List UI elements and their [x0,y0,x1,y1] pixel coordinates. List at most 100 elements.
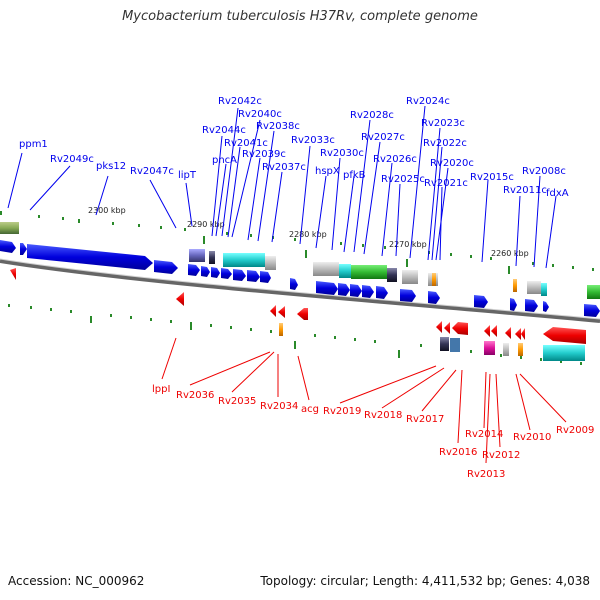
gene-label-rv2026c: Rv2026c [373,154,417,165]
genome-backbone [0,259,600,323]
gene-forward [247,270,260,282]
gene-label-rv2034: Rv2034 [260,401,298,412]
gene-forward [20,243,27,255]
bottom-label-leaders [161,337,567,464]
gene-forward [338,283,350,296]
gene-label-rv2011c: Rv2011c [503,185,547,196]
gene-forward [474,295,488,308]
gene-label-rv2015c: Rv2015c [470,172,514,183]
gene-reverse [515,328,521,340]
gene-forward [510,298,517,311]
map-title: Mycobacterium tuberculosis H37Rv, comple… [122,9,478,24]
gene-label-rv2019: Rv2019 [323,406,361,417]
gene-forward [188,264,200,276]
gene-label-rv2017: Rv2017 [406,414,444,425]
gene-reverse [452,322,468,335]
gene-label-rv2028c: Rv2028c [350,110,394,121]
gene-label-rv2021c: Rv2021c [424,178,468,189]
tick-label-2300: 2300 kbp [88,206,126,215]
gene-forward [211,267,220,278]
gene-forward [316,281,338,295]
gene-forward [290,278,298,290]
gene-forward [221,268,232,279]
gene-label-rv2013: Rv2013 [467,469,505,480]
gene-forward [525,299,538,312]
gene-label-acg: acg [301,404,319,415]
gene-reverse [543,327,586,344]
gene-label-rv2038c: Rv2038c [256,121,300,132]
tick-label-2260: 2260 kbp [491,249,529,258]
gene-label-rv2010: Rv2010 [513,432,551,443]
gene-label-rv2037c: Rv2037c [262,162,306,173]
forward-strand-genes [0,240,600,317]
gene-label-rv2016: Rv2016 [439,447,477,458]
gene-reverse [270,305,276,317]
gene-label-rv2008c: Rv2008c [522,166,566,177]
gene-forward [350,284,362,297]
gene-label-ppm1: ppm1 [19,139,48,150]
gene-reverse [491,325,497,337]
reverse-feature-blocks [279,323,585,361]
gene-forward [428,291,440,304]
gene-label-rv2018: Rv2018 [364,410,402,421]
gene-label-pfkb: pfkB [343,170,366,181]
gene-label-rv2025c: Rv2025c [381,174,425,185]
genome-backbone-highlight [0,258,600,320]
gene-label-rv2022c: Rv2022c [423,138,467,149]
outer-tick-ring [0,211,594,274]
gene-label-rv2040c: Rv2040c [238,109,282,120]
gene-label-hspx: hspX [315,166,340,177]
gene-label-rv2039c: Rv2039c [242,149,286,160]
gene-forward [376,286,388,299]
top-label-leaders [7,105,557,269]
tick-label-2290: 2290 kbp [187,220,225,229]
gene-label-rv2009: Rv2009 [556,425,594,436]
gene-label-rv2012: Rv2012 [482,450,520,461]
gene-label-rv2024c: Rv2024c [406,96,450,107]
gene-forward [400,289,416,302]
reverse-strand-genes [10,268,586,344]
gene-forward [154,260,178,274]
gene-reverse [278,306,285,318]
gene-forward [260,271,271,283]
gene-reverse [176,292,184,306]
gene-reverse [436,321,442,333]
gene-label-rv2047c: Rv2047c [130,166,174,177]
gene-forward [362,285,374,298]
accession-label: Accession: NC_000962 [8,574,145,588]
gene-label-rv2027c: Rv2027c [361,132,405,143]
gene-label-pnca: pncA [212,155,237,166]
gene-forward [27,244,153,270]
gene-label-rv2049c: Rv2049c [50,154,94,165]
gene-label-rv2036: Rv2036 [176,390,214,401]
gene-label-rv2020c: Rv2020c [430,158,474,169]
gene-label-rv2033c: Rv2033c [291,135,335,146]
gene-forward [584,304,600,317]
gene-label-fdxa: fdxA [546,188,569,199]
gene-label-lppi: lppI [152,384,170,395]
tick-label-2270: 2270 kbp [389,240,427,249]
gene-reverse [505,327,511,339]
gene-label-rv2041c: Rv2041c [224,138,268,149]
gene-label-lipt: lipT [178,170,197,181]
gene-forward [233,269,246,281]
gene-label-rv2030c: Rv2030c [320,148,364,159]
forward-feature-blocks [0,222,600,299]
topology-label: Topology: circular; Length: 4,411,532 bp… [260,574,590,588]
gene-forward [543,301,549,312]
gene-label-pks12: pks12 [96,161,126,172]
gene-forward [201,266,210,277]
gene-reverse [10,268,16,280]
gene-label-rv2023c: Rv2023c [421,118,465,129]
gene-reverse [444,322,450,334]
gene-reverse [521,328,525,340]
gene-forward [0,240,16,253]
gene-label-rv2014: Rv2014 [465,429,503,440]
gene-reverse [297,308,308,320]
tick-label-2280: 2280 kbp [289,230,327,239]
gene-label-rv2044c: Rv2044c [202,125,246,136]
gene-reverse [484,325,490,337]
gene-label-rv2042c: Rv2042c [218,96,262,107]
gene-label-rv2035: Rv2035 [218,396,256,407]
